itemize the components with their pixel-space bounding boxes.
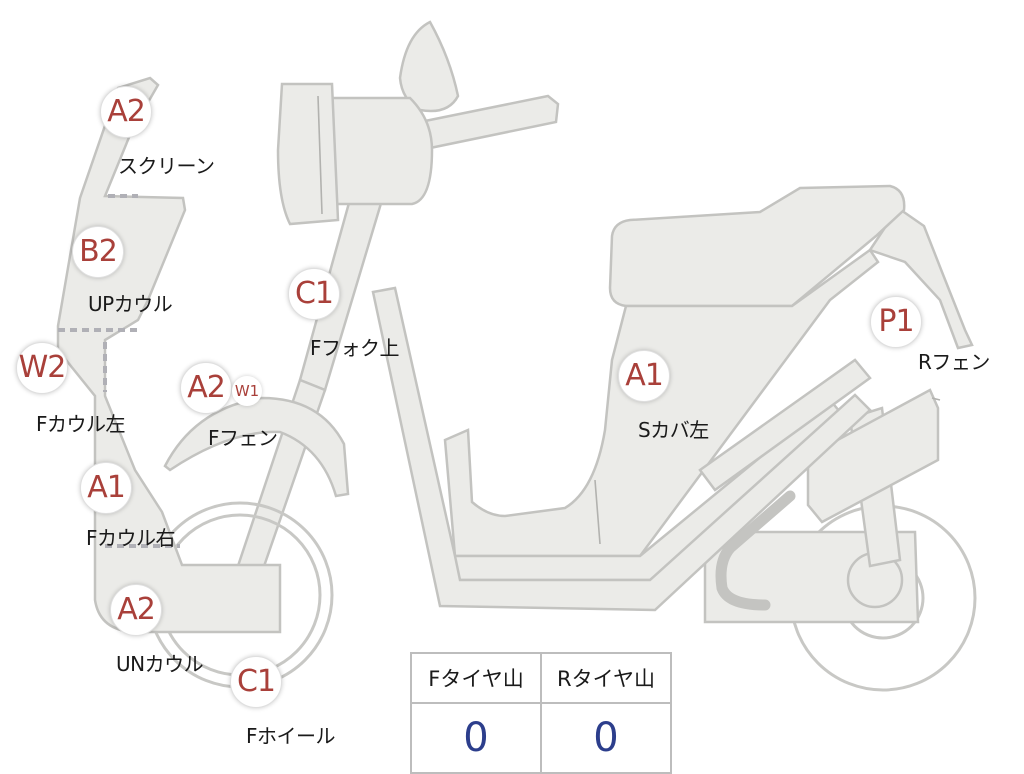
grade-badge-un-cowl: A2 — [110, 584, 162, 636]
part-label-un-cowl: UNカウル — [116, 652, 204, 676]
side-cover-seam — [594, 479, 601, 545]
front-tire-header: Fタイヤ山 — [410, 652, 542, 704]
part-label-up-cowl: UPカウル — [88, 292, 173, 316]
grade-value: A2 — [187, 370, 226, 405]
rear-box-axle — [931, 397, 941, 401]
part-label-f-cowl-right: Fカウル右 — [86, 526, 176, 550]
rear-tire-value: 0 — [540, 702, 672, 774]
grade-value: P1 — [878, 304, 914, 339]
grade-value: A2 — [117, 592, 156, 627]
grade-badge-r-fender: P1 — [870, 296, 922, 348]
front-fender — [163, 396, 350, 498]
grade-value: A2 — [107, 94, 146, 129]
grade-value: W2 — [18, 350, 67, 385]
grade-badge-s-cover-left: A1 — [618, 350, 670, 402]
grade-badge-f-fender-extra: W1 — [232, 376, 262, 406]
rear-fender — [868, 206, 974, 350]
tire-table-value-row: 0 0 — [410, 702, 672, 774]
headlight-housing — [330, 96, 434, 206]
grade-value: C1 — [294, 276, 334, 311]
engine-pipe — [715, 490, 796, 611]
floor-rail — [698, 358, 872, 492]
rear-box — [806, 388, 940, 524]
grade-badge-f-fork-upper: C1 — [288, 268, 340, 320]
rear-tire-header: Rタイヤ山 — [540, 652, 672, 704]
grade-badge-f-wheel: C1 — [230, 656, 282, 708]
grade-badge-f-fender: A2 — [180, 362, 232, 414]
grade-badge-up-cowl: B2 — [72, 226, 124, 278]
grade-value: A1 — [625, 358, 664, 393]
grade-value: A1 — [87, 470, 126, 505]
grade-badge-f-cowl-right: A1 — [80, 462, 132, 514]
headlight-rim — [317, 95, 323, 215]
seat — [608, 184, 906, 308]
lower-frame — [371, 286, 872, 612]
part-label-f-fender: Fフェン — [208, 426, 278, 450]
part-label-screen: スクリーン — [118, 154, 215, 178]
part-label-f-wheel: Fホイール — [246, 724, 336, 748]
front-tire-value: 0 — [410, 702, 542, 774]
headlight — [276, 82, 340, 226]
grade-value: B2 — [79, 234, 118, 269]
grade-badge-f-cowl-left: W2 — [16, 342, 68, 394]
part-label-s-cover-left: Sカバ左 — [638, 418, 709, 442]
grade-badge-screen: A2 — [100, 86, 152, 138]
part-label-f-cowl-left: Fカウル左 — [36, 412, 126, 436]
part-label-f-fork-upper: Fフォク上 — [310, 336, 400, 360]
grade-value: W1 — [234, 382, 260, 400]
grade-value: C1 — [236, 664, 276, 699]
part-label-r-fender: Rフェン — [918, 350, 990, 374]
tire-table-header-row: Fタイヤ山 Rタイヤ山 — [410, 652, 672, 704]
tire-tread-table: Fタイヤ山 Rタイヤ山 0 0 — [410, 652, 672, 774]
